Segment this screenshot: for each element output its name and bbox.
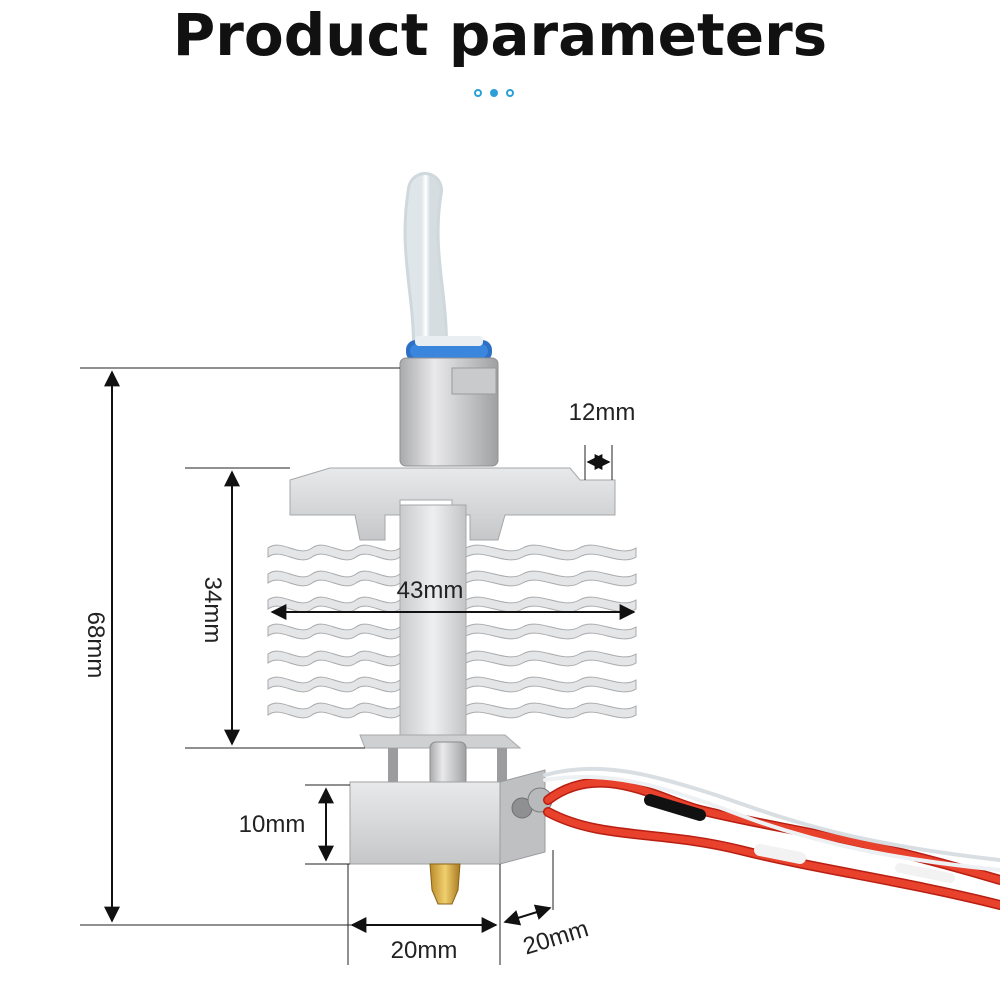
heatbreak: [429, 741, 467, 787]
dim-20w-label: 20mm: [391, 937, 458, 964]
dim-68-label: 68mm: [82, 612, 109, 679]
heatsink-fin: [465, 623, 637, 640]
heatsink-fin: [267, 596, 401, 613]
heater-wires: [543, 766, 1000, 910]
heatsink-fin: [267, 702, 401, 719]
heatsink-fin: [465, 676, 637, 693]
screw-left: [388, 748, 398, 784]
heatsink-fin: [465, 650, 637, 667]
heatsink-fin: [267, 544, 401, 561]
carousel-dot[interactable]: [506, 89, 514, 97]
carousel-dots: [474, 88, 526, 100]
heatsink-fin: [267, 570, 401, 587]
heatsink-fin: [465, 702, 637, 719]
dim-12-label: 12mm: [569, 399, 636, 426]
heatsink-fin: [465, 544, 637, 561]
page-title: Product parameters: [172, 1, 828, 69]
heatsink-fin: [267, 650, 401, 667]
dim-10-label: 10mm: [239, 811, 306, 838]
heatsink-core: [399, 504, 467, 736]
heatsink-fin: [465, 570, 637, 587]
dim-20d-arrow: [503, 904, 552, 926]
heater-block: [349, 781, 501, 865]
carousel-dot-active[interactable]: [490, 89, 498, 97]
nozzle: [429, 863, 461, 905]
heatsink-fin: [267, 623, 401, 640]
heatsink-fin: [267, 676, 401, 693]
dim-34-label: 34mm: [199, 577, 226, 644]
screw-right: [497, 748, 507, 784]
carousel-dot[interactable]: [474, 89, 482, 97]
dim-43-label: 43mm: [397, 577, 464, 604]
dim-20d-label: 20mm: [520, 915, 592, 960]
heatsink-fin: [465, 596, 637, 613]
